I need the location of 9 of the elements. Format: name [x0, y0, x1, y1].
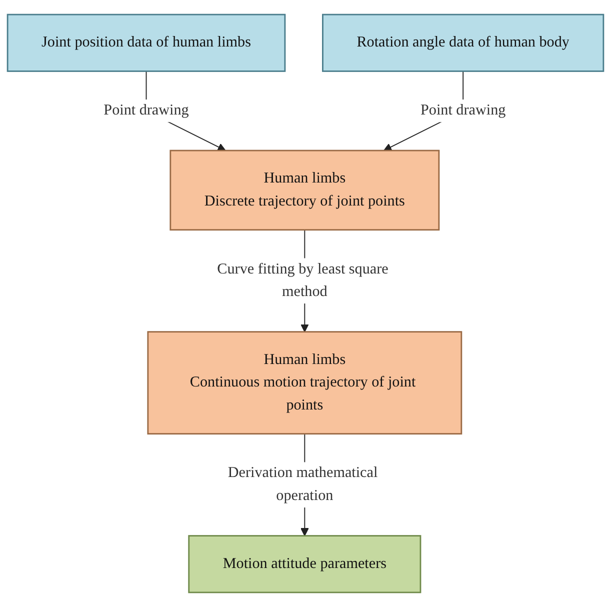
edge-label: Derivation mathematical operation	[228, 464, 378, 504]
node-box: Human limbs Discrete trajectory of joint points	[170, 149, 440, 230]
node-box: Human limbs Continuous motion trajectory of joint points	[147, 330, 462, 434]
edge-label: Curve fitting by least square method	[217, 260, 388, 300]
edge-label: Point drawing	[104, 102, 189, 118]
node-box: Motion attitude parameters	[188, 534, 422, 593]
edge-label: Point drawing	[420, 102, 506, 118]
node-box: Joint position data of human limbs	[6, 13, 286, 72]
node-box: Rotation angle data of human body	[322, 13, 604, 72]
